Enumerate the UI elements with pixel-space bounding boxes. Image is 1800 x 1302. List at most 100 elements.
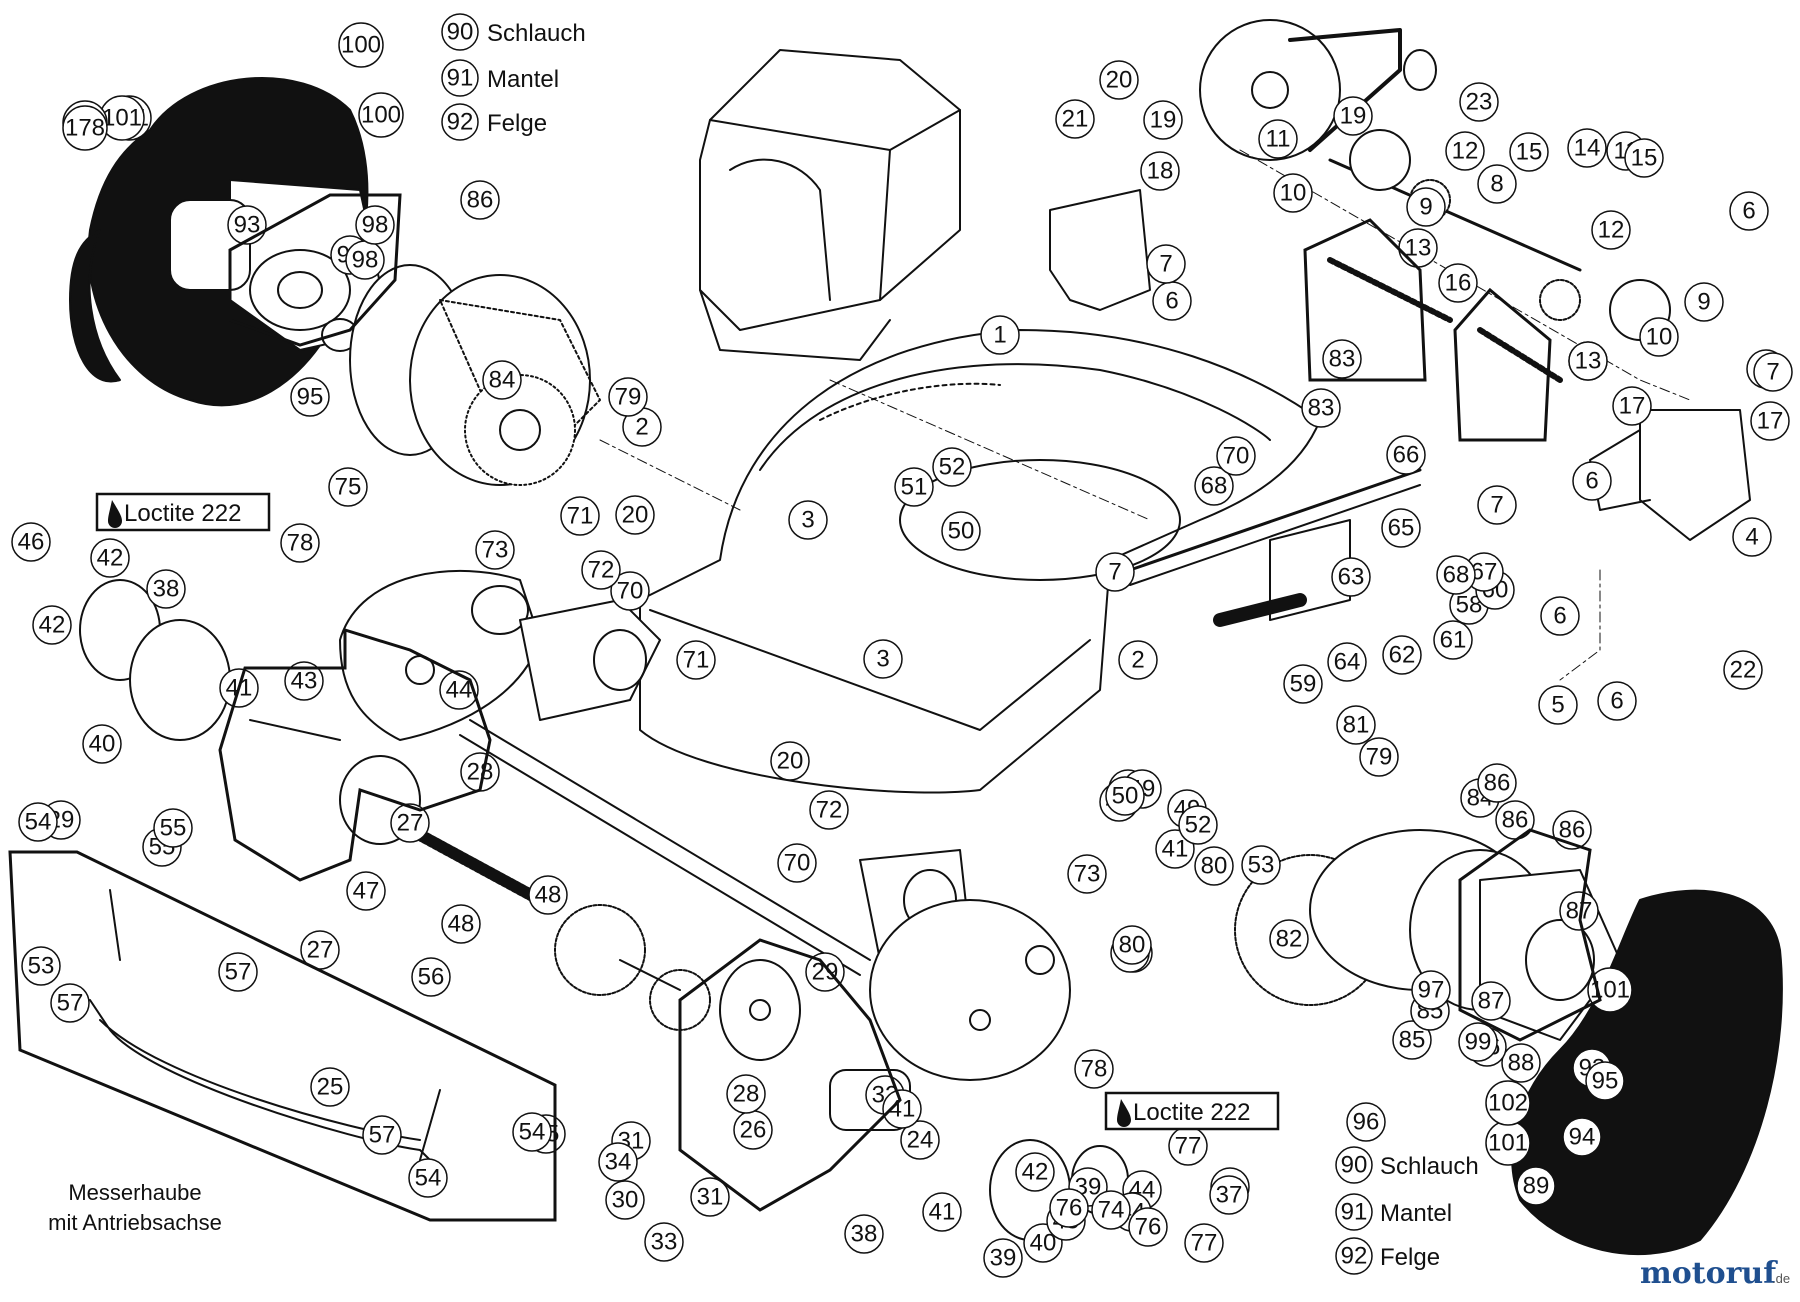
callout-50: 50 xyxy=(941,511,981,551)
callout-circle xyxy=(1562,1117,1602,1157)
callout-circle xyxy=(310,1067,350,1107)
callout-number: 6 xyxy=(1553,603,1566,630)
callout-circle xyxy=(610,571,650,611)
watermark-text: motoruf xyxy=(1640,1256,1778,1291)
callout-circle xyxy=(805,952,845,992)
callout-7: 7 xyxy=(1146,244,1186,284)
callout-number: 82 xyxy=(1276,926,1303,953)
callout-48: 48 xyxy=(528,875,568,915)
callout-number: 100 xyxy=(341,32,381,59)
callout-circle xyxy=(1258,119,1298,159)
callout-87: 87 xyxy=(1471,981,1511,1021)
callout-66: 66 xyxy=(1386,435,1426,475)
callout-80: 80 xyxy=(1194,846,1234,886)
callout-circle xyxy=(922,1192,962,1232)
callout-70: 70 xyxy=(610,571,650,611)
callout-number: 71 xyxy=(567,503,594,530)
legend-top-text-1: Mantel xyxy=(487,66,559,93)
callout-24: 24 xyxy=(900,1120,940,1160)
callout-number: 68 xyxy=(1443,562,1470,589)
callout-number: 6 xyxy=(1610,688,1623,715)
left-pulley-set xyxy=(349,264,601,486)
callout-83: 83 xyxy=(1301,388,1341,428)
loctite-label-left: Loctite 222 xyxy=(95,492,271,532)
callout-circle xyxy=(482,360,522,400)
callout-40: 40 xyxy=(82,724,122,764)
callout-61: 61 xyxy=(1433,620,1473,660)
callout-number: 8 xyxy=(1490,171,1503,198)
callout-circle xyxy=(338,22,384,68)
callout-circle xyxy=(1382,635,1422,675)
callout-4: 4 xyxy=(1732,517,1772,557)
callout-circle xyxy=(153,808,193,848)
loctite-text-left: Loctite 222 xyxy=(124,500,241,527)
callout-number: 86 xyxy=(1484,770,1511,797)
callout-6: 6 xyxy=(1729,191,1769,231)
callout-circle xyxy=(726,1074,766,1114)
callout-circle xyxy=(1322,339,1362,379)
callout-number: 98 xyxy=(362,212,389,239)
callout-circle xyxy=(18,802,58,842)
callout-7: 7 xyxy=(1477,485,1517,525)
callout-number: 63 xyxy=(1338,564,1365,591)
callout-38: 38 xyxy=(844,1214,884,1254)
callout-number: 56 xyxy=(418,964,445,991)
right-wheel xyxy=(1511,889,1783,1256)
callout-86: 86 xyxy=(460,180,500,220)
callout-circle xyxy=(475,530,515,570)
callout-95: 95 xyxy=(290,377,330,417)
callout-circle xyxy=(1146,244,1186,284)
callout-bubbles: 1223345666666777778991010111112121313141… xyxy=(11,22,1793,1278)
callout-number: 18 xyxy=(1147,158,1174,185)
callout-circle xyxy=(460,180,500,220)
callout-94: 94 xyxy=(1562,1117,1602,1157)
callout-number: 95 xyxy=(1592,1068,1619,1095)
callout-178: 178 xyxy=(62,105,108,151)
callout-number: 21 xyxy=(1062,106,1089,133)
callout-number: 31 xyxy=(697,1184,724,1211)
callout-30: 30 xyxy=(605,1180,645,1220)
left-gear-plate xyxy=(339,569,661,741)
callout-circle xyxy=(1327,642,1367,682)
legend-top-text-2: Felge xyxy=(487,110,547,137)
callout-6: 6 xyxy=(1572,461,1612,501)
callout-73: 73 xyxy=(475,530,515,570)
callout-59: 59 xyxy=(1283,664,1323,704)
callout-number: 73 xyxy=(482,537,509,564)
left-hub-assembly xyxy=(169,179,391,352)
callout-circle xyxy=(1612,386,1652,426)
group-box-81 xyxy=(1453,287,1552,442)
legend-bottom-text-1: Mantel xyxy=(1380,1200,1452,1227)
callout-55: 55 xyxy=(153,808,193,848)
callout-circle xyxy=(788,500,828,540)
callout-41: 41 xyxy=(882,1089,922,1129)
callout-73: 73 xyxy=(1067,854,1107,894)
callout-number: 23 xyxy=(1466,89,1493,116)
callout-17: 17 xyxy=(1612,386,1652,426)
callout-circle xyxy=(1143,100,1183,140)
callout-number: 48 xyxy=(535,882,562,909)
callout-number: 15 xyxy=(1516,139,1543,166)
callout-15: 15 xyxy=(1624,138,1664,178)
callout-number: 3 xyxy=(876,646,889,673)
callout-20: 20 xyxy=(615,495,655,535)
callout-circle xyxy=(1411,970,1451,1010)
callout-circle xyxy=(82,724,122,764)
callout-number: 16 xyxy=(1445,270,1472,297)
callout-number: 4 xyxy=(1745,524,1758,551)
callout-9: 9 xyxy=(1406,187,1446,227)
callout-circle xyxy=(1269,919,1309,959)
callout-number: 29 xyxy=(812,959,839,986)
callout-41: 41 xyxy=(922,1192,962,1232)
callout-number: 2 xyxy=(635,414,648,441)
callout-72: 72 xyxy=(809,790,849,830)
callout-number: 54 xyxy=(25,809,52,836)
group-note-line-0: Messerhaube xyxy=(68,1180,201,1205)
callout-circle xyxy=(1194,846,1234,886)
group-note: Messerhaube mit Antriebsachse xyxy=(48,1180,222,1235)
callout-circle xyxy=(770,741,810,781)
callout-circle xyxy=(1216,436,1256,476)
callout-circle xyxy=(1128,1207,1168,1247)
callout-13: 13 xyxy=(1398,228,1438,268)
callout-number: 42 xyxy=(1022,1159,1049,1186)
